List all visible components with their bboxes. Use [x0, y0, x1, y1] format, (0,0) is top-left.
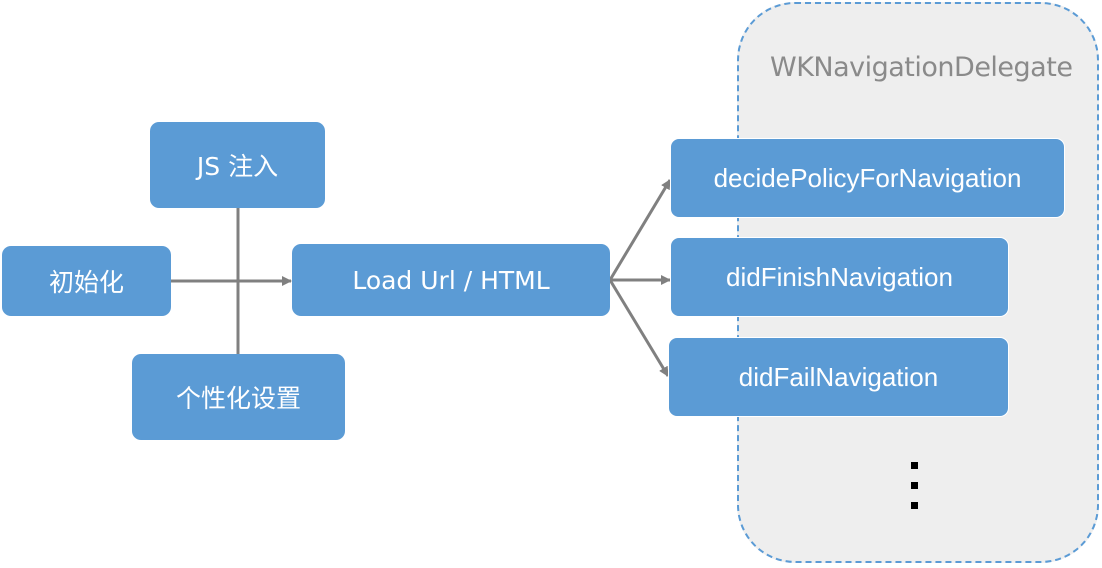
node-did-finish-navigation: didFinishNavigation: [670, 237, 1009, 317]
ellipsis-dot: [911, 462, 918, 469]
arrow-load-to-did-fail: [608, 279, 670, 377]
ellipsis-dot: [911, 482, 918, 489]
node-js-inject: JS 注入: [150, 122, 325, 208]
node-init: 初始化: [2, 246, 171, 316]
node-personalize: 个性化设置: [132, 354, 345, 440]
node-did-fail-navigation: didFailNavigation: [668, 337, 1009, 417]
delegate-group-title: WKNavigationDelegate: [770, 52, 1073, 83]
node-load-url-html: Load Url / HTML: [292, 244, 610, 316]
arrow-load-to-decide-policy: [608, 179, 672, 281]
ellipsis-dot: [911, 502, 918, 509]
more-items-ellipsis-icon: [911, 462, 919, 522]
node-decide-policy-for-navigation: decidePolicyForNavigation: [670, 138, 1065, 218]
